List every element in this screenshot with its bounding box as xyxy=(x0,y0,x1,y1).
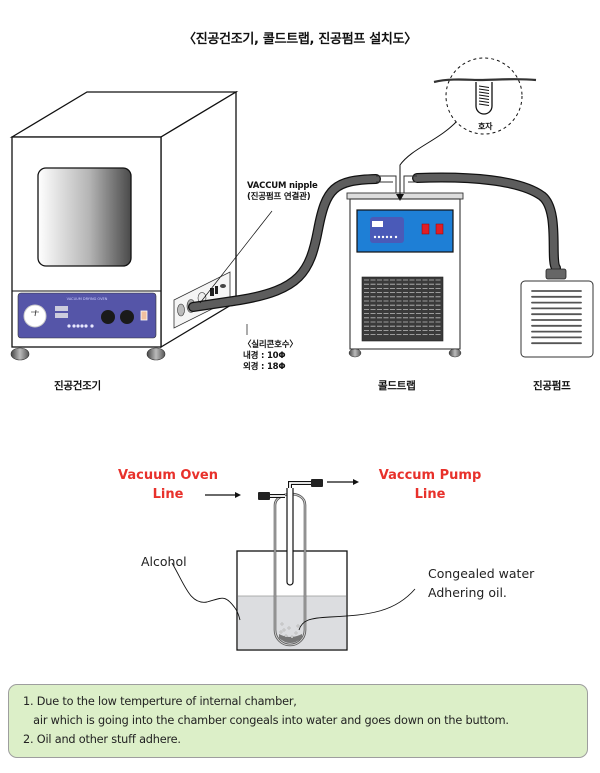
red-switch-icon xyxy=(421,223,430,235)
display-icon xyxy=(372,221,383,227)
detail-label: 호자 xyxy=(478,122,493,131)
inlet-label-line1: Vacuum Oven xyxy=(117,468,218,483)
knob-icon xyxy=(120,310,134,324)
vaccum-nipple-label: VACCUM nipple xyxy=(247,181,318,191)
oven-panel-text: VACUUM DRYING OVEN xyxy=(67,297,108,301)
vacuum-pump-label: 진공펌프 xyxy=(533,380,571,392)
cold-trap-foot xyxy=(348,348,362,358)
oven-foot xyxy=(146,347,166,361)
oven-window xyxy=(37,167,132,267)
barb-ring xyxy=(478,100,490,103)
note-line: 1. Due to the low temperture of internal… xyxy=(23,695,297,708)
cold-trap-lid xyxy=(346,192,464,200)
inlet-label-line2: Line xyxy=(152,487,184,502)
inner-tube xyxy=(286,488,294,586)
cold-trap-label: 콜드트랩 xyxy=(378,380,416,392)
pump-body xyxy=(520,280,594,358)
residue-leader-line xyxy=(298,588,416,631)
oven-foot xyxy=(10,347,30,361)
button-row-icon xyxy=(67,324,94,328)
bubble xyxy=(294,631,298,635)
residue-label-line1: Congealed water xyxy=(428,566,535,581)
pump-inlet-fitting xyxy=(545,268,567,280)
red-switch-icon xyxy=(435,223,444,235)
vacuum-oven-line-label: Vacuum Oven Line xyxy=(110,466,226,504)
alcohol-label: Alcohol xyxy=(141,554,187,569)
barb-ring xyxy=(478,97,490,100)
bubble xyxy=(279,630,283,634)
knob-icon xyxy=(101,310,115,324)
cold-trap-cross-section xyxy=(171,479,416,651)
vacuum-oven-label: 진공건조기 xyxy=(54,380,101,392)
hose-outer-diameter: 외경 : 18Φ xyxy=(243,362,286,372)
vaccum-nipple-sublabel: (진공펌프 연결관) xyxy=(247,192,311,202)
barb-ring xyxy=(478,88,490,91)
bubble xyxy=(290,635,294,639)
barb-ring xyxy=(478,103,490,106)
outlet-label-line1: Vaccum Pump xyxy=(378,468,482,483)
vacuum-oven: VACUUM DRYING OVEN xyxy=(9,90,240,361)
alcohol-leader-line xyxy=(171,562,241,621)
bubble xyxy=(287,626,291,630)
outlet-label-line2: Line xyxy=(414,487,446,502)
inlet-connector xyxy=(258,492,270,500)
barb-ring xyxy=(478,91,490,94)
bubble xyxy=(296,624,300,628)
oven-control-panel xyxy=(17,292,157,339)
power-switch-icon xyxy=(140,310,148,321)
vacuum-pump xyxy=(520,268,594,358)
silicone-hose xyxy=(188,172,561,312)
vaccum-nipple-callout: VACCUM nipple (진공펌프 연결관) xyxy=(247,181,318,203)
barb-ring xyxy=(478,94,490,97)
silicone-hose-callout: 〈실리콘호수〉 내경 : 10Φ 외경 : 18Φ xyxy=(243,340,298,373)
nipple-leader-line xyxy=(199,210,273,304)
bubble xyxy=(284,634,288,638)
vacuum-pump-line-label: Vaccum Pump Line xyxy=(372,466,488,504)
notes-box: 1. Due to the low temperture of internal… xyxy=(8,684,588,758)
cold-trap xyxy=(346,175,464,358)
residue-label-line2: Adhering oil. xyxy=(428,585,507,600)
barb-ring xyxy=(478,85,490,88)
bubble xyxy=(282,628,286,632)
button-row-icon xyxy=(373,235,398,239)
outlet-connector xyxy=(311,479,323,487)
hose-fitting-detail xyxy=(433,57,537,135)
bubble xyxy=(280,622,284,626)
display-icon xyxy=(55,306,68,311)
hose-inner-diameter: 내경 : 10Φ xyxy=(243,351,286,361)
note-line: 2. Oil and other stuff adhere. xyxy=(23,733,181,746)
note-line: air which is going into the chamber cong… xyxy=(23,714,509,727)
page-title: 〈진공건조기, 콜드트랩, 진공펌프 설치도〉 xyxy=(183,32,417,47)
hose-title: 〈실리콘호수〉 xyxy=(243,340,298,350)
congealed-residue xyxy=(279,634,302,643)
cold-trap-display-panel xyxy=(370,217,404,243)
residue-label: Congealed water Adhering oil. xyxy=(428,564,534,602)
cold-trap-foot xyxy=(448,348,462,358)
detail-leader-line xyxy=(399,119,459,197)
